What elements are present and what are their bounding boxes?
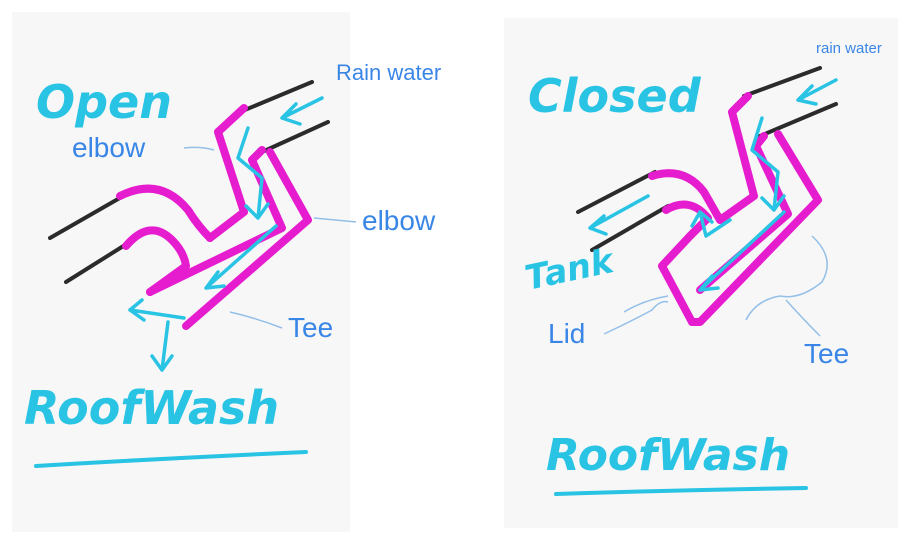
right-title: Closed	[528, 69, 702, 123]
right-lid-leader	[603, 300, 669, 335]
right-inlet-pipe-upper	[742, 66, 822, 98]
right-label-lid: Lid	[548, 318, 585, 349]
left-outlet-pipe-upper	[48, 193, 127, 240]
left-fittings	[116, 104, 312, 330]
right-upper-elbow-outer	[716, 92, 758, 224]
left-left-elbow-inner	[122, 226, 190, 296]
left-inlet-pipe-lower	[260, 120, 330, 154]
left-title: Open	[36, 75, 172, 129]
right-lid-leader-2	[623, 295, 669, 313]
right-upper-elbow-inner	[696, 132, 792, 294]
right-return-arrow	[690, 210, 732, 238]
left-inlet-arrow	[280, 96, 324, 126]
right-pipe-ends	[576, 66, 838, 252]
left-roofwash-arrow	[150, 320, 174, 372]
left-tee-outer	[182, 148, 312, 330]
right-left-elbow-inner	[658, 200, 712, 326]
left-upper-elbow-outer	[206, 104, 248, 242]
left-leader-lines	[183, 146, 357, 329]
left-tee-leader	[229, 311, 283, 329]
right-tee-outer	[688, 130, 822, 326]
right-caption: RoofWash	[546, 430, 790, 481]
right-label-inlet: rain water	[816, 40, 882, 57]
left-caption-underline	[34, 450, 308, 468]
right-outlet-pipe-upper	[576, 170, 657, 214]
left-left-elbow-outer	[116, 184, 214, 242]
right-fittings	[648, 92, 822, 326]
left-label-tee: Tee	[288, 312, 333, 343]
right-label-tee: Tee	[804, 338, 849, 369]
right-down-arrow	[750, 116, 786, 212]
left-outlet-arrow	[128, 298, 186, 322]
right-caption-underline	[554, 486, 808, 496]
left-label-elbow-1: elbow	[72, 132, 146, 163]
right-outlet-pipe-lower	[590, 204, 670, 252]
right-inlet-pipe-lower	[758, 102, 838, 138]
left-diagonal-arrow	[204, 224, 278, 290]
right-tee-leader	[745, 235, 828, 321]
right-flow-arrows	[588, 78, 838, 292]
left-flow-arrows	[128, 96, 324, 372]
right-diagonal-arrow	[698, 210, 786, 292]
left-caption: RoofWash	[24, 381, 279, 435]
left-label-inlet: Rain water	[336, 60, 441, 85]
left-down-arrow	[236, 126, 270, 220]
right-panel: Closed rain water Tank Lid Tee RoofWash	[522, 40, 882, 496]
left-inlet-pipe-upper	[238, 80, 314, 114]
left-upper-elbow-inner	[146, 146, 286, 296]
right-panel-bg	[504, 18, 898, 528]
right-inlet-arrow	[796, 78, 838, 106]
left-elbow-1-leader	[183, 146, 215, 151]
left-panel: Open Rain water elbow elbow Tee RoofWash	[24, 60, 441, 468]
left-pipe-ends	[48, 80, 330, 284]
left-outlet-pipe-lower	[64, 243, 127, 284]
right-leader-lines	[603, 235, 828, 337]
right-left-elbow-outer	[648, 169, 724, 224]
left-label-elbow-2: elbow	[362, 205, 436, 236]
left-elbow-2-leader	[313, 217, 357, 223]
right-tank-arrow	[588, 194, 650, 236]
right-tee-leader-2	[785, 299, 821, 337]
